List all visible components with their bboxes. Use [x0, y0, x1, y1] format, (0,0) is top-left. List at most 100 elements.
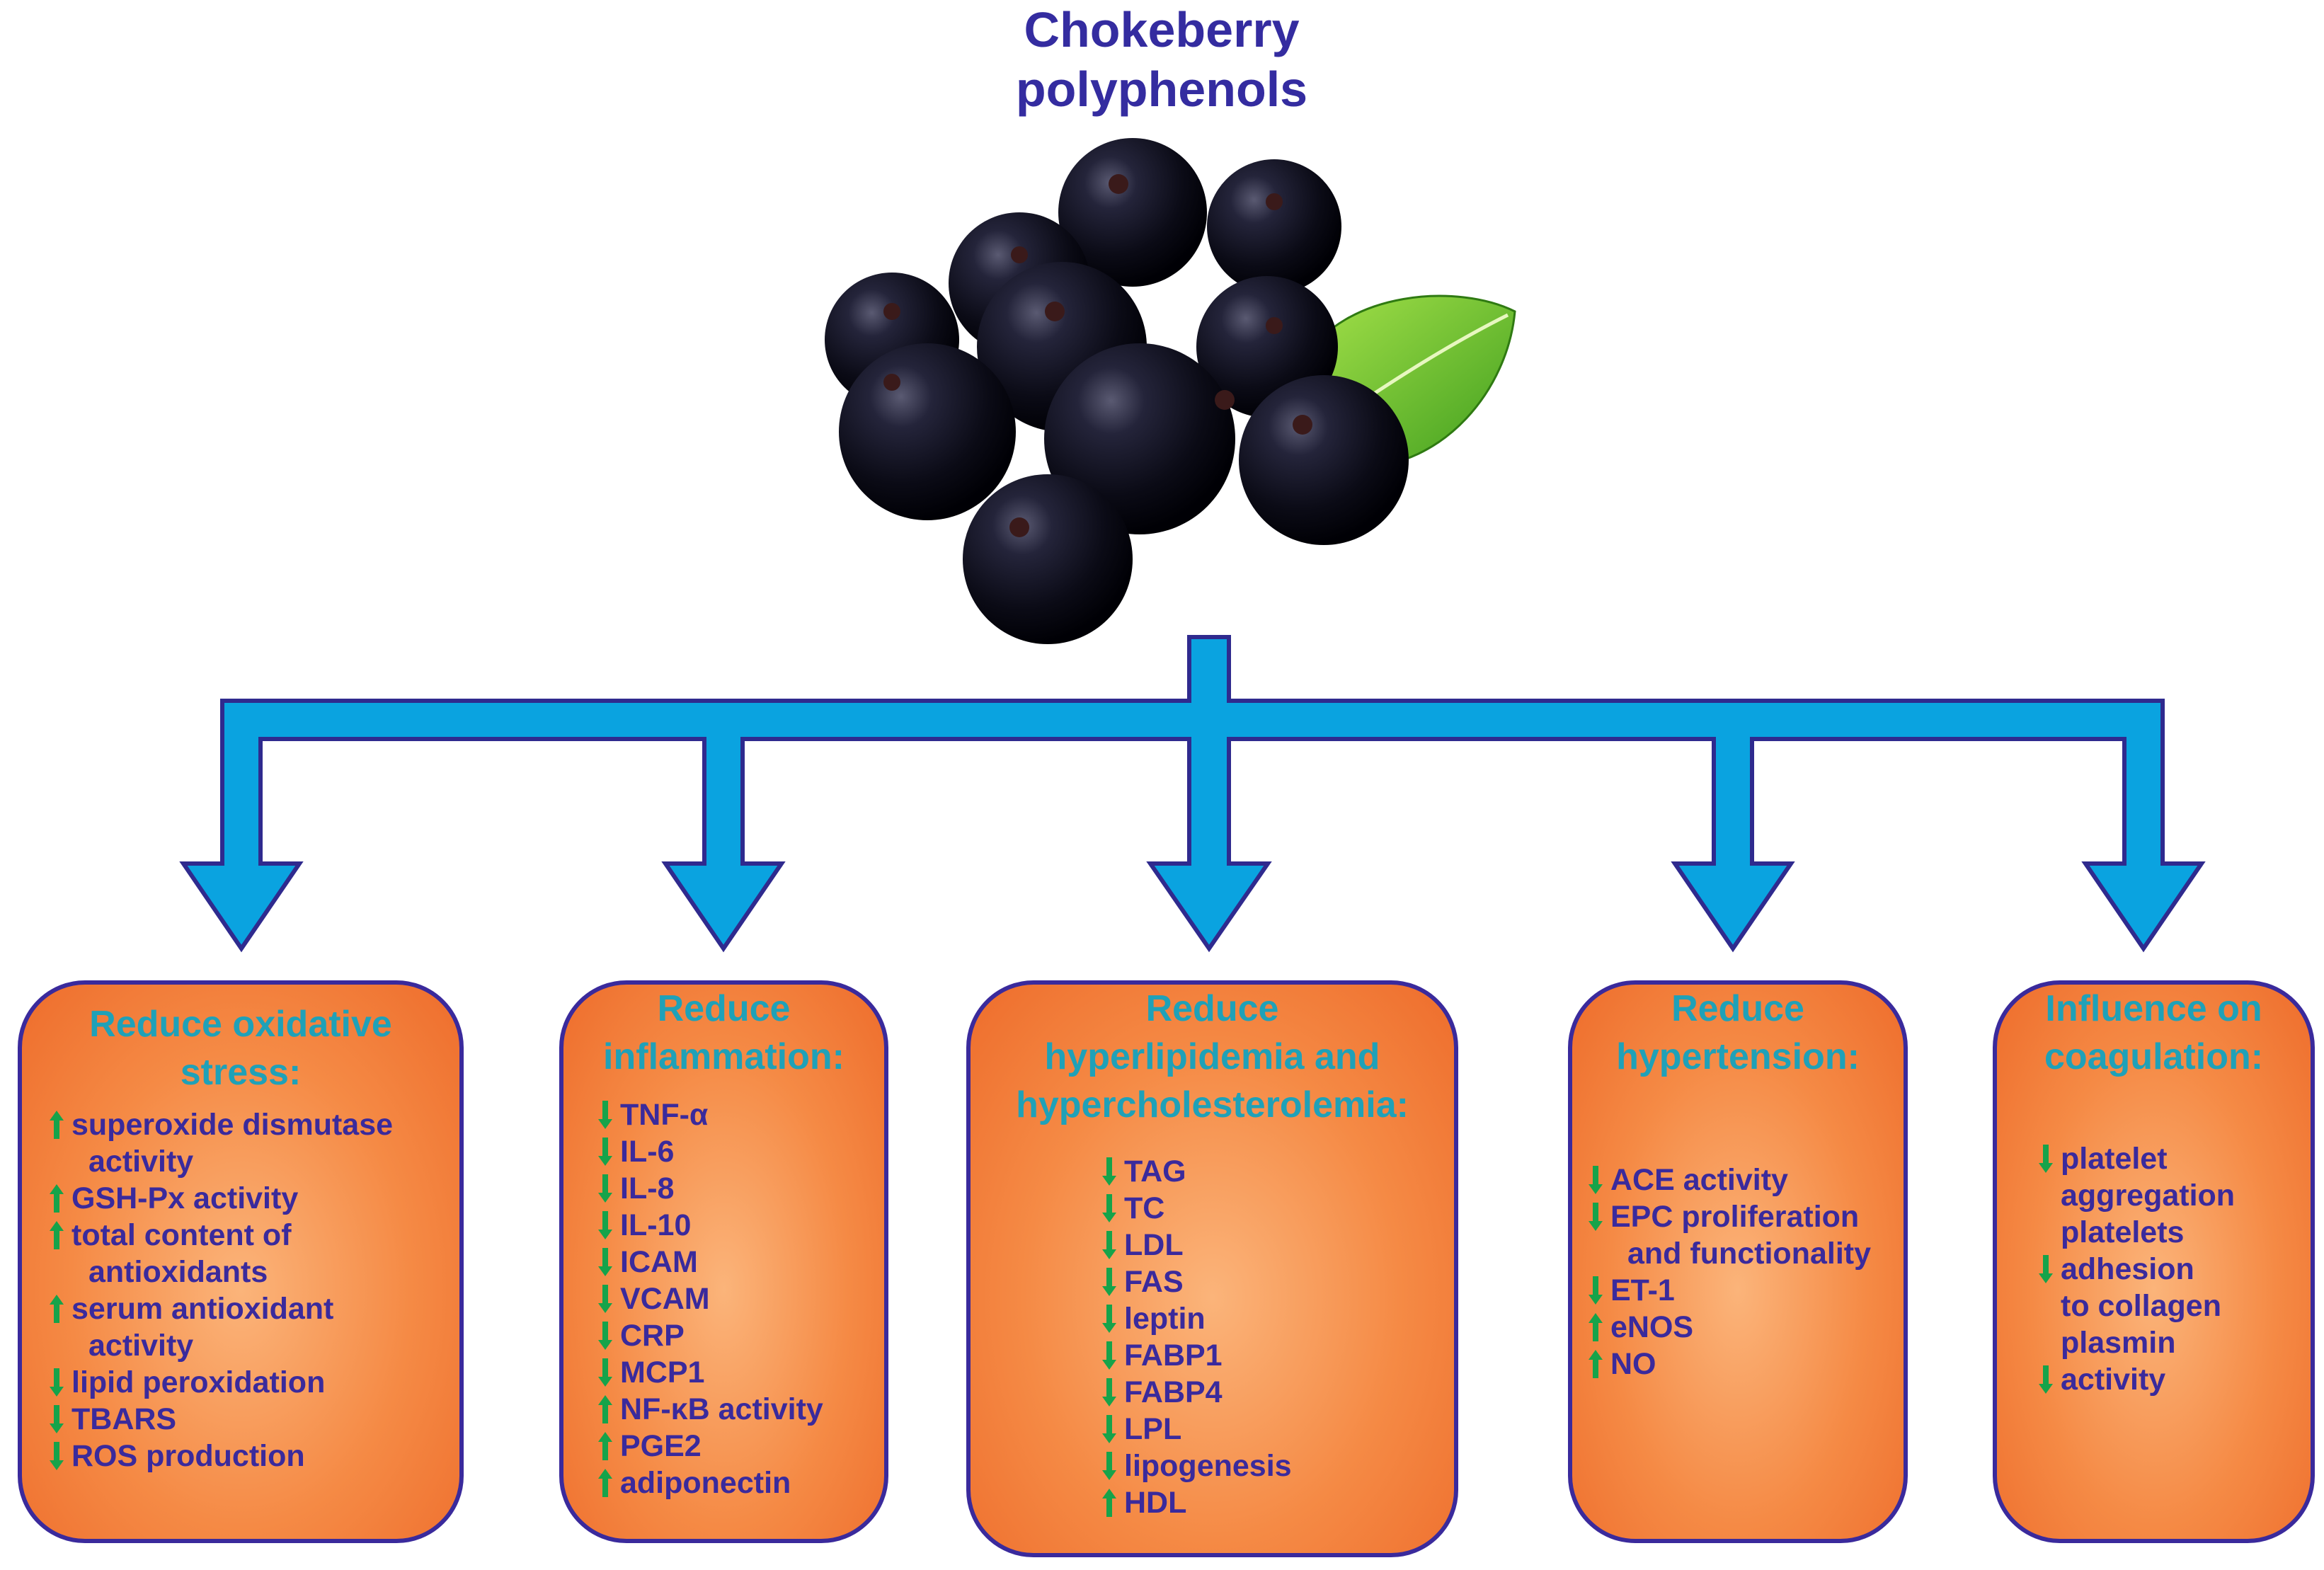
box-title: Reduce inflammation:: [563, 985, 884, 1081]
list-item: superoxide dismutase: [49, 1106, 393, 1143]
list-item-continuation: platelets: [2061, 1215, 2185, 1249]
box-title-line: coagulation:: [2044, 1036, 2264, 1077]
box-coagulation: Influence on coagulation: platelet aggre…: [1993, 980, 2315, 1543]
list-item: FAS: [1101, 1264, 1292, 1300]
branch-arrows: [179, 635, 2206, 953]
down-arrow-icon: [1101, 1450, 1117, 1482]
list-item: TAG: [1101, 1153, 1292, 1190]
down-arrow-icon: [1588, 1275, 1603, 1306]
down-arrow-icon: [1101, 1303, 1117, 1334]
list-item: ICAM: [597, 1244, 823, 1280]
list-item-continuation: to collagen: [2061, 1289, 2221, 1323]
berry-cluster: [825, 138, 1409, 644]
list-item: NO: [1588, 1346, 1871, 1382]
down-arrow-icon: [49, 1440, 64, 1472]
up-arrow-icon: [1101, 1487, 1117, 1518]
box-title-line: Reduce: [657, 988, 791, 1029]
chokeberry-illustration: [825, 138, 1516, 644]
box-hypertension: Reduce hypertension: ACE activity EPC pr…: [1568, 980, 1908, 1543]
box-title: Reduce hypertension:: [1572, 985, 1904, 1081]
list-item-continuation: aggregation: [2061, 1179, 2236, 1213]
box-oxidative-stress: Reduce oxidative stress: superoxide dism…: [18, 980, 464, 1543]
list-item: TBARS: [49, 1401, 393, 1438]
down-arrow-icon: [1101, 1414, 1117, 1445]
list-item: EPC proliferation: [1588, 1198, 1871, 1235]
title-line-1: Chokeberry: [1024, 2, 1300, 57]
down-arrow-icon: [2038, 1254, 2054, 1285]
list-item: leptin: [1101, 1300, 1292, 1337]
list-item: ET-1: [1588, 1272, 1871, 1309]
title-line-2: polyphenols: [1015, 62, 1308, 117]
down-arrow-icon: [49, 1404, 64, 1435]
box-title-line: Reduce oxidative: [89, 1004, 392, 1045]
box-inflammation: Reduce inflammation: TNF-α IL-6 IL-8 IL-…: [559, 980, 888, 1543]
up-arrow-icon: [597, 1431, 613, 1462]
box-title-line: Influence on: [2045, 988, 2262, 1029]
list-item: adiponectin: [597, 1465, 823, 1501]
list-item: LDL: [1101, 1227, 1292, 1264]
box-title-line: hyperlipidemia and: [1044, 1036, 1380, 1077]
down-arrow-icon: [597, 1283, 613, 1314]
list-item: VCAM: [597, 1280, 823, 1317]
down-arrow-icon: [597, 1247, 613, 1278]
list-item: adhesion: [2038, 1251, 2235, 1288]
list-item: NF-κB activity: [597, 1391, 823, 1428]
list-item: IL-10: [597, 1207, 823, 1244]
list-item: HDL: [1101, 1484, 1292, 1521]
down-arrow-icon: [597, 1099, 613, 1130]
list-item-continuation: antioxidants: [88, 1255, 268, 1289]
up-arrow-icon: [49, 1183, 64, 1214]
list-item: ROS production: [49, 1438, 393, 1474]
list-item-continuation: activity: [88, 1145, 194, 1179]
box-title: Reduce oxidative stress:: [22, 1000, 459, 1096]
up-arrow-icon: [1588, 1312, 1603, 1343]
list-item: IL-6: [597, 1133, 823, 1170]
down-arrow-icon: [2038, 1143, 2054, 1174]
down-arrow-icon: [597, 1136, 613, 1167]
up-arrow-icon: [49, 1220, 64, 1251]
list-item-continuation: plasmin: [2061, 1326, 2176, 1360]
box-title-line: hypercholesterolemia:: [1016, 1084, 1409, 1125]
list-item: CRP: [597, 1317, 823, 1354]
item-list: superoxide dismutase activity GSH-Px act…: [49, 1106, 393, 1474]
up-arrow-icon: [49, 1109, 64, 1140]
down-arrow-icon: [1101, 1340, 1117, 1371]
list-item: activity: [2038, 1361, 2235, 1398]
box-title-line: Reduce: [1145, 988, 1279, 1029]
down-arrow-icon: [1101, 1156, 1117, 1187]
list-item: lipogenesis: [1101, 1448, 1292, 1484]
box-hyperlipidemia: Reduce hyperlipidemia and hypercholester…: [966, 980, 1458, 1557]
list-item: total content of: [49, 1217, 393, 1254]
list-item: TNF-α: [597, 1096, 823, 1133]
list-item: PGE2: [597, 1428, 823, 1465]
down-arrow-icon: [49, 1367, 64, 1398]
down-arrow-icon: [597, 1357, 613, 1388]
list-item: ACE activity: [1588, 1162, 1871, 1198]
box-title-line: inflammation:: [603, 1036, 845, 1077]
up-arrow-icon: [1588, 1348, 1603, 1380]
down-arrow-icon: [1588, 1164, 1603, 1196]
list-item: MCP1: [597, 1354, 823, 1391]
list-item: IL-8: [597, 1170, 823, 1207]
up-arrow-icon: [597, 1394, 613, 1425]
item-list: ACE activity EPC proliferation and funct…: [1588, 1162, 1871, 1382]
list-item-continuation: and functionality: [1627, 1237, 1871, 1271]
box-title-line: Reduce: [1671, 988, 1804, 1029]
list-item: lipid peroxidation: [49, 1364, 393, 1401]
list-item-continuation: activity: [88, 1329, 194, 1363]
item-list: TNF-α IL-6 IL-8 IL-10 ICAM VCAM CRP MCP1…: [597, 1096, 823, 1501]
down-arrow-icon: [597, 1320, 613, 1351]
item-list: platelet aggregation platelets adhesion …: [2038, 1140, 2235, 1398]
diagram-title: Chokeberry polyphenols: [843, 0, 1480, 119]
list-item: eNOS: [1588, 1309, 1871, 1346]
down-arrow-icon: [597, 1210, 613, 1241]
down-arrow-icon: [2038, 1364, 2054, 1395]
item-list: TAG TC LDL FAS leptin FABP1 FABP4 LPL li…: [1101, 1153, 1292, 1521]
list-item: GSH-Px activity: [49, 1180, 393, 1217]
box-title: Influence on coagulation:: [1997, 985, 2311, 1081]
down-arrow-icon: [1588, 1201, 1603, 1232]
list-item: TC: [1101, 1190, 1292, 1227]
list-item: platelet: [2038, 1140, 2235, 1177]
down-arrow-icon: [1101, 1266, 1117, 1297]
